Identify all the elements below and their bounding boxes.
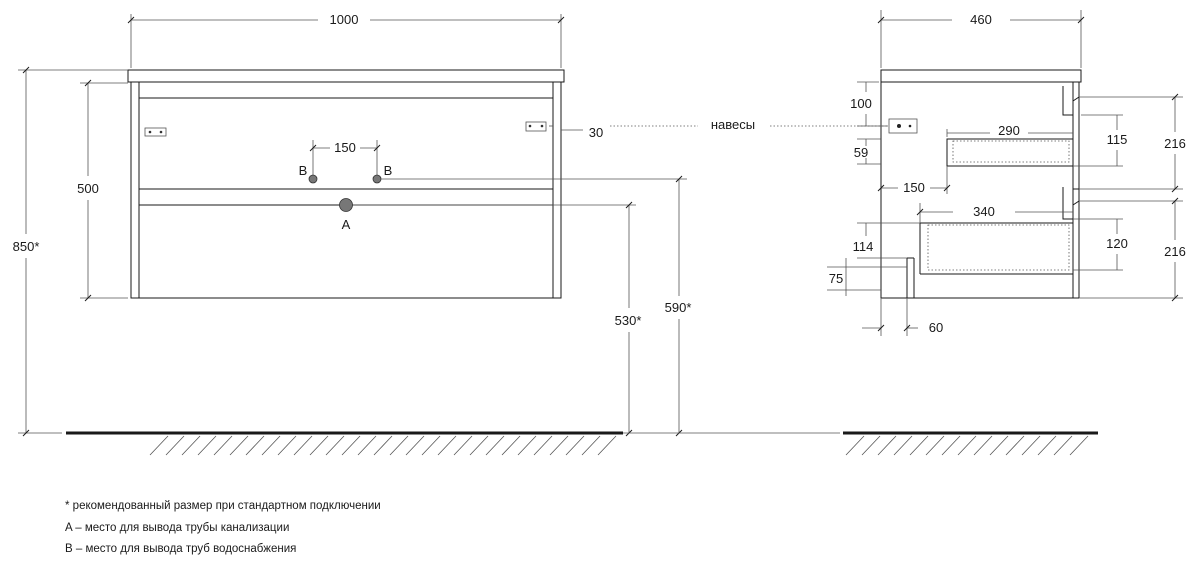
pipe-a-height-dim: 530* xyxy=(615,313,642,328)
floor-hatch-line xyxy=(973,435,993,456)
floor-hatch-line xyxy=(405,435,425,456)
pipe-b-right-label: B xyxy=(384,163,393,178)
dim-60: 60 xyxy=(929,320,943,335)
hinge-right-icon xyxy=(525,121,547,132)
floor-hatch-line xyxy=(181,435,201,456)
floor-hatch-line xyxy=(245,435,265,456)
hinge-offset-dim: 30 xyxy=(589,125,603,140)
side-cabinet-body xyxy=(880,81,1074,299)
pipe-b-left-label: B xyxy=(299,163,308,178)
note-recommended: * рекомендованный размер при стандартном… xyxy=(65,500,381,512)
dim-114: 114 xyxy=(853,239,874,254)
side-hinge-icon xyxy=(888,118,918,134)
upper-drawer-height-dim: 115 xyxy=(1107,132,1128,147)
front-countertop xyxy=(127,69,565,83)
pipe-a-marker xyxy=(339,198,353,212)
pipe-a-label: A xyxy=(342,217,351,232)
upper-drawer-box xyxy=(946,138,1074,167)
front-floor-hatch xyxy=(149,435,617,456)
floor-hatch-line xyxy=(1069,435,1089,456)
floor-hatch-line xyxy=(485,435,505,456)
note-pipe-b: B – место для вывода труб водоснабжения xyxy=(65,543,297,555)
floor-hatch-line xyxy=(517,435,537,456)
floor-hatch-line xyxy=(437,435,457,456)
floor-hatch-line xyxy=(581,435,601,456)
side-depth-dim: 460 xyxy=(970,12,992,27)
upper-drawer-depth-text: 290 xyxy=(998,123,1020,138)
lower-drawer-depth-dim: 340 xyxy=(973,204,995,219)
pipe-b-height-dim: 590* xyxy=(665,300,692,315)
floor-hatch-line xyxy=(941,435,961,456)
front-width-dim: 1000 xyxy=(330,12,359,27)
floor-hatch-line xyxy=(565,435,585,456)
hinges-label: навесы xyxy=(711,117,755,132)
top-offset-dim: 100 xyxy=(850,96,872,111)
floor-hatch-line xyxy=(877,435,897,456)
floor-hatch-line xyxy=(421,435,441,456)
floor-hatch-line xyxy=(925,435,945,456)
floor-hatch-line xyxy=(893,435,913,456)
floor-hatch-line xyxy=(341,435,361,456)
notes-block: * рекомендованный размер при стандартном… xyxy=(65,496,381,561)
floor-hatch-line xyxy=(309,435,329,456)
floor-hatch-line xyxy=(453,435,473,456)
floor-hatch-line xyxy=(357,435,377,456)
pipe-b-left-marker xyxy=(308,174,318,184)
side-view: 460 100 59 290 290 115 216 xyxy=(827,10,1186,456)
front-view: 1000 850* 500 150 B B A xyxy=(13,12,888,456)
floor-hatch-line xyxy=(213,435,233,456)
pipe-spacing-dim: 150 xyxy=(334,140,356,155)
floor-hatch-line xyxy=(501,435,521,456)
pipe-offset-dim: 150 xyxy=(903,180,925,195)
floor-hatch-line xyxy=(1005,435,1025,456)
floor-hatch-line xyxy=(325,435,345,456)
lower-drawer-front-dim: 216 xyxy=(1164,244,1186,259)
upper-drawer-front-dim: 216 xyxy=(1164,136,1186,151)
floor-hatch-line xyxy=(861,435,881,456)
floor-hatch-line xyxy=(1021,435,1041,456)
floor-hatch-line xyxy=(957,435,977,456)
dim-75: 75 xyxy=(829,271,843,286)
lower-drawer-handle-icon xyxy=(1062,187,1080,220)
upper-drawer-handle-icon xyxy=(1062,86,1080,116)
floor-hatch-line xyxy=(549,435,569,456)
body-height-dim: 500 xyxy=(77,181,99,196)
floor-hatch-line xyxy=(469,435,489,456)
floor-hatch-line xyxy=(165,435,185,456)
floor-hatch-line xyxy=(1053,435,1073,456)
hinge-left-icon xyxy=(144,127,167,137)
floor-hatch-line xyxy=(989,435,1009,456)
total-height-dim: 850* xyxy=(13,239,40,254)
floor-hatch-line xyxy=(597,435,617,456)
floor-hatch-line xyxy=(909,435,929,456)
floor-hatch-line xyxy=(229,435,249,456)
pipe-b-right-marker xyxy=(372,174,382,184)
lower-drawer-height-dim: 120 xyxy=(1106,236,1128,251)
floor-hatch-line xyxy=(293,435,313,456)
floor-hatch-line xyxy=(845,435,865,456)
side-countertop xyxy=(880,69,1082,83)
front-cabinet-body xyxy=(130,81,562,299)
floor-hatch-line xyxy=(149,435,169,456)
note-pipe-a: A – место для вывода трубы канализации xyxy=(65,521,290,534)
side-floor-hatch xyxy=(845,435,1089,456)
floor-hatch-line xyxy=(261,435,281,456)
floor-hatch-line xyxy=(389,435,409,456)
floor-hatch-line xyxy=(533,435,553,456)
floor-hatch-line xyxy=(373,435,393,456)
floor-hatch-line xyxy=(1037,435,1057,456)
floor-hatch-line xyxy=(277,435,297,456)
floor-hatch-line xyxy=(197,435,217,456)
hinge-height-dim: 59 xyxy=(854,145,868,160)
